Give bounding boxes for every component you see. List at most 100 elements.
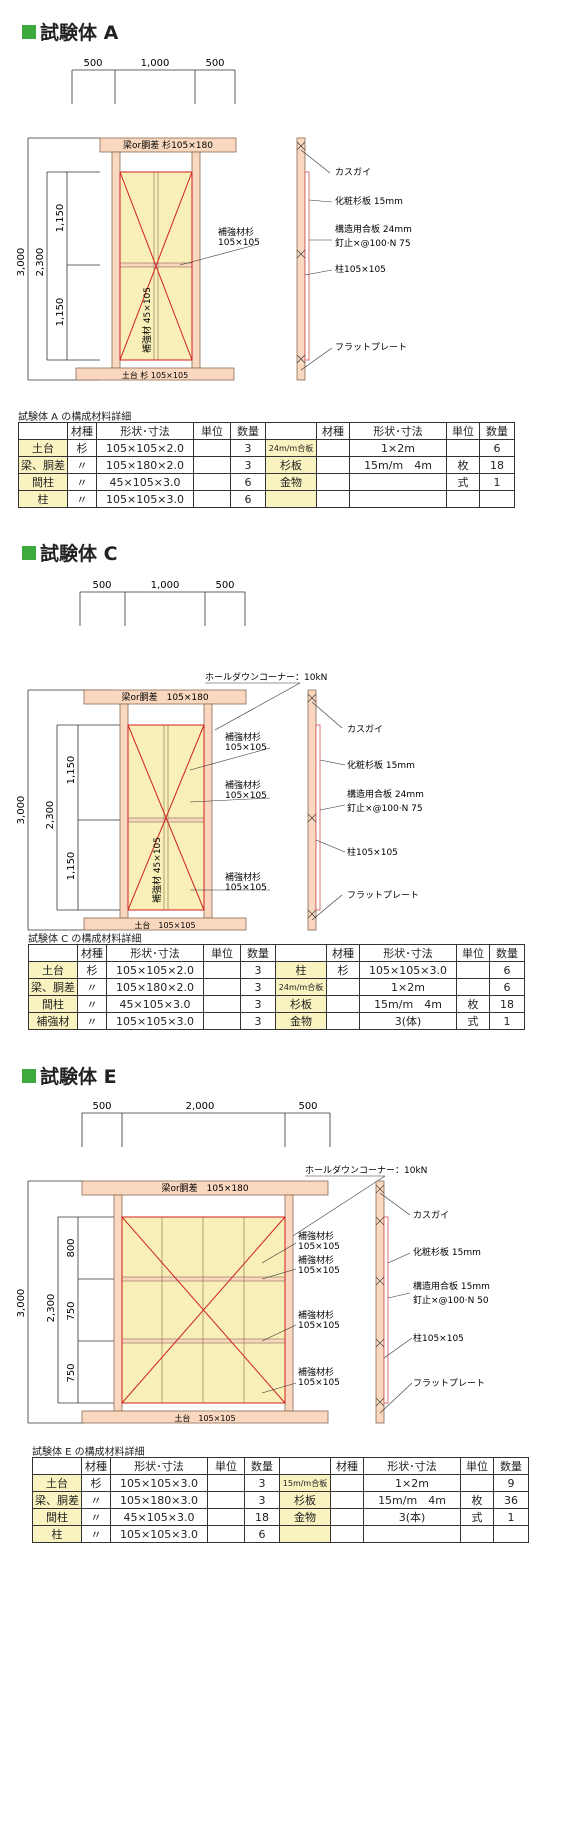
left-dimension	[27, 137, 100, 381]
side-label-post: 柱105×105	[413, 1332, 464, 1344]
table-cell: 杉	[77, 961, 107, 979]
table-header-cell: 単位	[460, 1457, 494, 1475]
side-label-nail: 釘止×@100·N 75	[335, 237, 411, 249]
table-cell: 45×105×3.0	[110, 1508, 208, 1526]
table-cell	[207, 1474, 245, 1492]
table-cell: 24m/m合板	[265, 439, 317, 457]
table-cell	[326, 1012, 360, 1030]
side-label-kasugai: カスガイ	[335, 167, 371, 178]
table-cell: 1	[479, 473, 515, 491]
section-heading: 試験体 C	[22, 539, 118, 566]
top-dimension	[71, 69, 236, 104]
right-post	[284, 1194, 294, 1412]
dim-top-right: 500	[205, 58, 224, 69]
table-header-cell: 形状･寸法	[96, 422, 194, 440]
side-label-post: 柱105×105	[347, 846, 398, 858]
table-cell: 間柱	[18, 473, 68, 491]
table-cell: 〃	[81, 1508, 111, 1526]
table-cell	[279, 1525, 331, 1543]
table-cell: 3	[244, 1474, 280, 1492]
left-post	[111, 151, 121, 369]
sill-label: 土台 杉 105×105	[122, 370, 188, 380]
table-cell: 6	[479, 439, 515, 457]
table-cell: 1×2m	[349, 439, 447, 457]
table-cell: 〃	[67, 456, 97, 474]
table-cell: 〃	[77, 1012, 107, 1030]
side-post	[375, 1180, 385, 1424]
dim-total: 3,000	[16, 1289, 27, 1318]
table-cell: 杉	[81, 1474, 111, 1492]
table-cell	[460, 1525, 494, 1543]
table-cell: 梁、胴差	[18, 456, 68, 474]
table-cell: 36	[493, 1491, 529, 1509]
table-cell	[265, 490, 317, 508]
table-header-cell	[18, 422, 68, 440]
dim-lower: 1,150	[66, 852, 77, 881]
dim-top-left: 500	[83, 58, 102, 69]
section-heading: 試験体 A	[22, 18, 118, 45]
table-header-cell: 形状･寸法	[359, 944, 457, 962]
table-cell: 18	[479, 456, 515, 474]
table-cell: 105×105×2.0	[106, 961, 204, 979]
table-cell: 105×105×2.0	[96, 439, 194, 457]
left-post	[113, 1194, 123, 1412]
table-cell: 1	[493, 1508, 529, 1526]
section-c: 試験体 C 500 1,000 500 3,000 2,300 1,150 1,…	[0, 535, 580, 1045]
dim-lower: 1,150	[55, 298, 66, 327]
table-cell: 〃	[77, 978, 107, 996]
table-cell	[193, 456, 231, 474]
table-cell: 式	[456, 1012, 490, 1030]
side-label-kasugai: カスガイ	[413, 1210, 449, 1221]
elevation-diagram: 500 1,000 500 3,000 2,300 1,150 1,150 ホー…	[16, 580, 424, 931]
beam	[83, 689, 247, 705]
sill	[75, 367, 235, 381]
table-cell: 杉板	[265, 456, 317, 474]
table-cell: 土台	[18, 439, 68, 457]
table-cell	[316, 439, 350, 457]
sill-label: 土台 105×105	[174, 1413, 235, 1423]
table-cell	[193, 439, 231, 457]
table-cell	[316, 473, 350, 491]
table-cell: 105×180×2.0	[96, 456, 194, 474]
table-header-cell: 形状･寸法	[349, 422, 447, 440]
table-cell	[203, 961, 241, 979]
table-cell: 1×2m	[359, 978, 457, 996]
side-label-nail: 釘止×@100·N 75	[347, 802, 423, 814]
dim-upper: 800	[66, 1238, 77, 1257]
table-cell	[460, 1474, 494, 1492]
table-cell: 3	[240, 961, 276, 979]
table-cell	[203, 995, 241, 1013]
table-header-cell: 形状･寸法	[106, 944, 204, 962]
dim-upper: 1,150	[66, 756, 77, 785]
table-header-cell: 材種	[81, 1457, 111, 1475]
table-cell	[363, 1525, 461, 1543]
table-cell: 3	[240, 995, 276, 1013]
table-cell: 3	[240, 1012, 276, 1030]
table-cell: 24m/m合板	[275, 978, 327, 996]
table-cell: 3	[230, 456, 266, 474]
table-header-cell: 材種	[316, 422, 350, 440]
side-label-kasugai: カスガイ	[347, 724, 383, 735]
table-cell	[493, 1525, 529, 1543]
side-label-plate: フラットプレート	[347, 890, 419, 901]
sill-label: 土台 105×105	[134, 920, 195, 930]
beam-label: 梁or胴差 105×180	[161, 1182, 248, 1194]
dim-total: 3,000	[16, 796, 27, 825]
beam-label: 梁or胴差 105×180	[121, 691, 208, 703]
table-cell: 金物	[265, 473, 317, 491]
table-cell: 1	[489, 1012, 525, 1030]
table-cell: 1×2m	[363, 1474, 461, 1492]
dim-top-left: 500	[92, 1101, 111, 1112]
table-cell: 105×180×3.0	[110, 1491, 208, 1509]
side-label-board: 化粧杉板 15mm	[413, 1246, 481, 1258]
table-cell	[349, 490, 447, 508]
table-cell: 45×105×3.0	[96, 473, 194, 491]
table-header-cell: 材種	[326, 944, 360, 962]
table-cell: 105×105×3.0	[96, 490, 194, 508]
table-header-cell: 数量	[489, 944, 525, 962]
side-label-post: 柱105×105	[335, 263, 386, 275]
